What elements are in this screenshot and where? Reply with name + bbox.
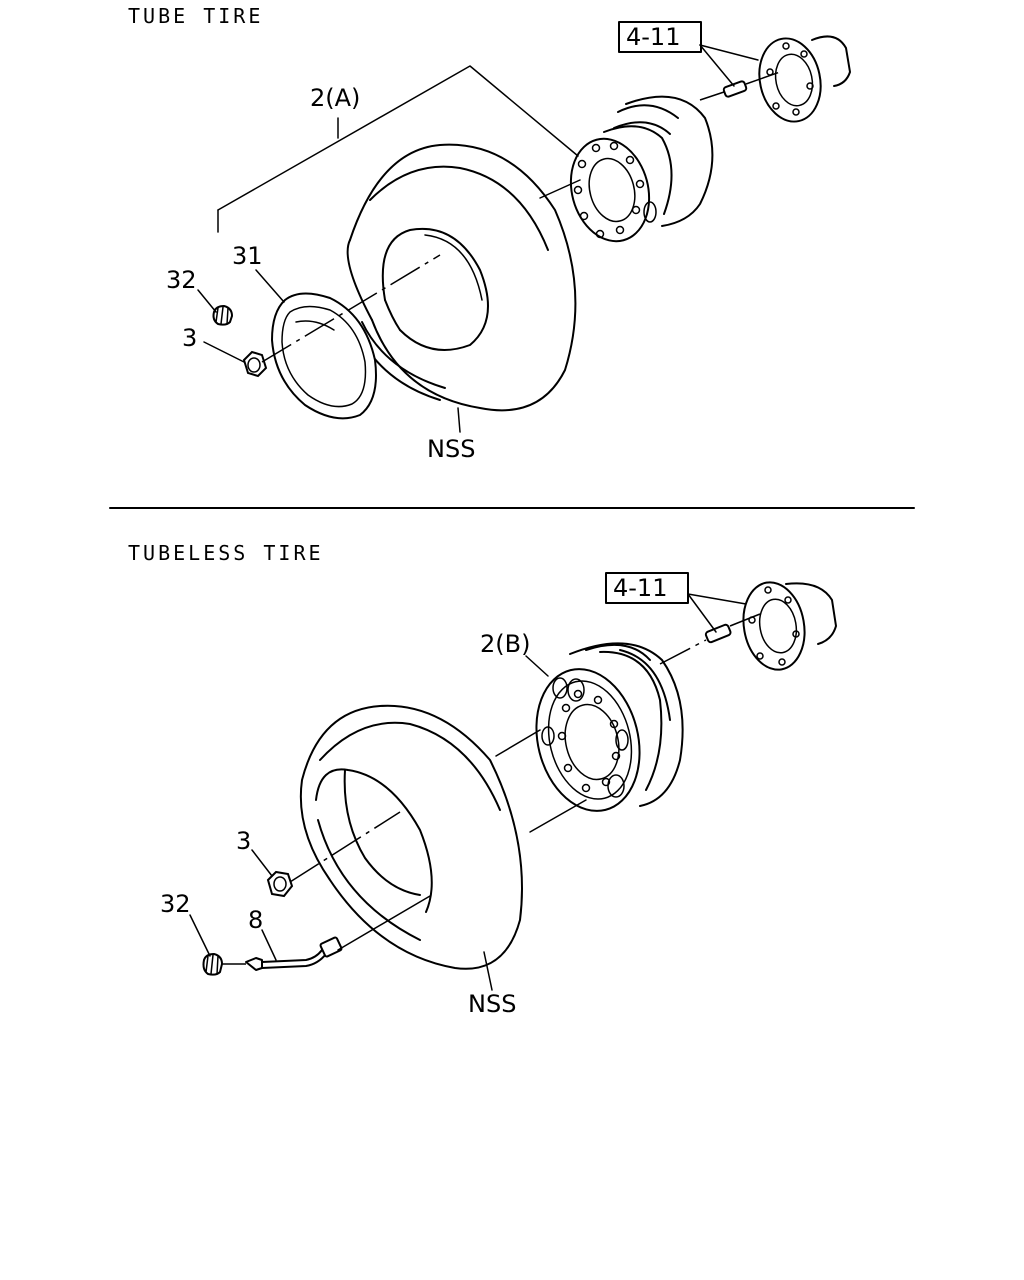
tube-nut-cap — [212, 304, 234, 326]
tube-nut-callout: 3 — [182, 324, 197, 352]
tubeless-tire-section: TUBELESS TIRE — [128, 541, 837, 1018]
tube-tire-section: TUBE TIRE — [128, 4, 851, 463]
tube-leader-lines — [197, 44, 759, 433]
tube-tire-title: TUBE TIRE — [128, 4, 263, 28]
tubeless-tire-callout: NSS — [468, 990, 516, 1018]
tubeless-leader-lines — [189, 593, 747, 991]
tubeless-valve — [245, 936, 343, 971]
tubeless-wheel-stud — [659, 613, 761, 665]
tube-hub — [758, 35, 851, 123]
tubeless-wheel-callout: 2(B) — [480, 630, 530, 658]
tubeless-tire-title: TUBELESS TIRE — [128, 541, 324, 565]
tubeless-axis-segment-lower — [529, 799, 587, 833]
tubeless-center-axis — [289, 811, 401, 883]
tubeless-valve-axis — [337, 895, 431, 951]
tube-axis-segment — [539, 179, 581, 199]
tube-wheel-callout: 2(A) — [310, 84, 360, 112]
tubeless-cap-callout: 32 — [160, 890, 191, 918]
tubeless-valve-callout: 8 — [248, 906, 263, 934]
tube-ref-callout: 4-11 — [626, 23, 680, 51]
tubeless-valve-cap — [202, 952, 246, 976]
tube-tire-callout: NSS — [427, 435, 475, 463]
tubeless-wheel-nut — [266, 870, 294, 898]
tube-flap-callout: 31 — [232, 242, 263, 270]
tubeless-nut-callout: 3 — [236, 827, 251, 855]
tubeless-hub — [742, 581, 837, 671]
tube-flap — [270, 292, 377, 420]
tubeless-ref-box — [605, 572, 689, 604]
tube-wheel-disc — [569, 95, 714, 243]
tube-cap-callout: 32 — [166, 266, 197, 294]
tube-ref-box — [618, 21, 702, 53]
tubeless-wheel-disc — [535, 642, 684, 812]
tube-center-axis — [261, 254, 441, 363]
tube-tire — [346, 143, 577, 412]
tubeless-axis-segment — [495, 729, 541, 757]
tubeless-ref-callout: 4-11 — [613, 574, 667, 602]
tube-wheel-nut — [242, 350, 268, 378]
tubeless-tire — [299, 704, 523, 970]
